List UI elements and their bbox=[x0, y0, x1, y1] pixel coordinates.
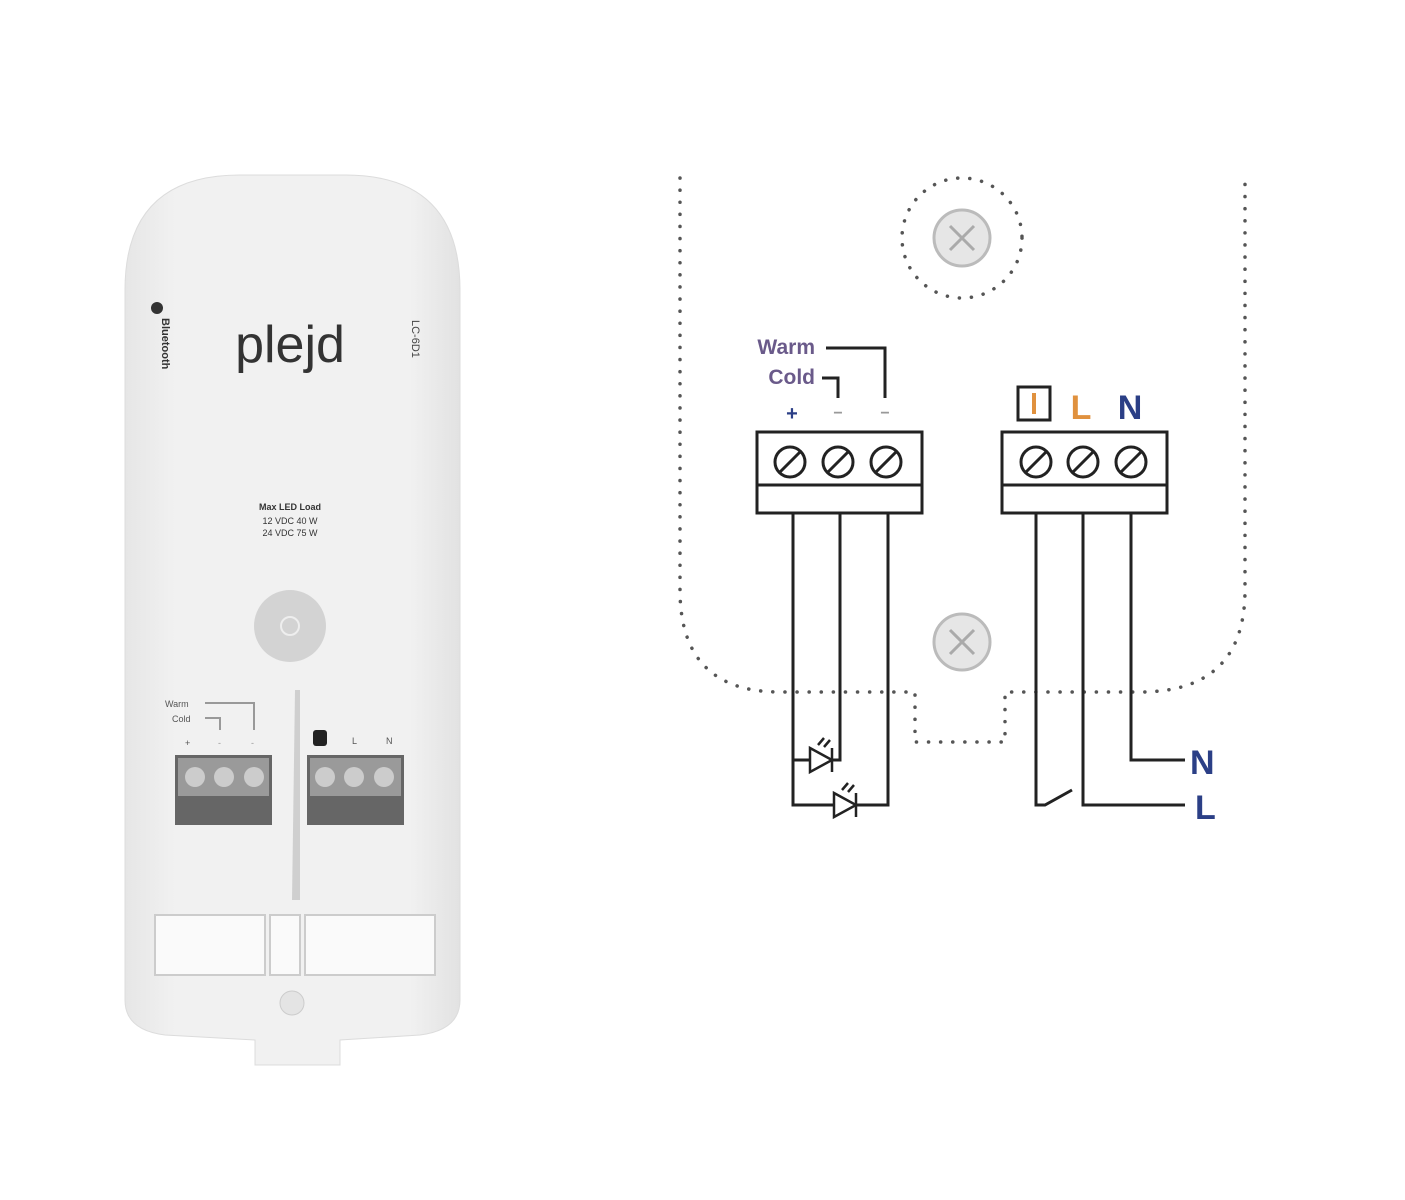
plus-label: + bbox=[786, 403, 798, 425]
screw-hole-top-icon bbox=[932, 208, 992, 268]
cold-label: Cold bbox=[172, 714, 191, 724]
minus-label: - bbox=[218, 738, 221, 748]
mains-wires bbox=[1034, 513, 1185, 807]
l-label: L bbox=[352, 736, 357, 746]
plus-label: + bbox=[185, 738, 190, 748]
n-label: N bbox=[386, 736, 393, 746]
minus-label: − bbox=[880, 405, 889, 422]
screw-hole-bottom-icon bbox=[932, 612, 992, 672]
terminal-block-output bbox=[175, 755, 272, 825]
warm-label: Warm bbox=[757, 336, 815, 359]
warm-label: Warm bbox=[165, 699, 189, 709]
minus-label: - bbox=[251, 738, 254, 748]
load-row: 12 VDC 40 W bbox=[262, 516, 318, 526]
terminal-l-label: L bbox=[1071, 389, 1092, 427]
minus-label: − bbox=[833, 405, 842, 422]
terminal-n-label: N bbox=[1118, 389, 1143, 427]
mounting-box-outline bbox=[678, 176, 1247, 744]
load-title: Max LED Load bbox=[259, 502, 321, 512]
push-button-icon bbox=[1016, 385, 1052, 422]
mains-n-label: N bbox=[1190, 744, 1215, 782]
terminal-screw-icons bbox=[773, 445, 1148, 479]
led-cold-icon bbox=[832, 782, 859, 820]
cold-label: Cold bbox=[768, 366, 815, 389]
model-label: LC-6D1 bbox=[409, 320, 421, 358]
bluetooth-icon bbox=[151, 302, 163, 314]
brand-logo: plejd bbox=[235, 316, 345, 374]
bluetooth-label: Bluetooth bbox=[159, 318, 171, 370]
terminal-block-mains bbox=[307, 755, 404, 825]
mains-l-label: L bbox=[1195, 789, 1216, 827]
button bbox=[254, 590, 326, 662]
led-warm-icon bbox=[808, 737, 835, 775]
load-row: 24 VDC 75 W bbox=[262, 528, 318, 538]
cable-clamps bbox=[154, 914, 436, 976]
led-wires bbox=[791, 513, 890, 807]
